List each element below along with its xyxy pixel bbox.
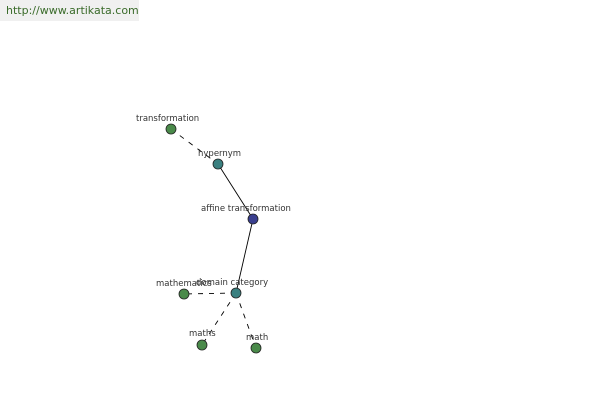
node-label-domain[interactable]: domain category xyxy=(196,278,268,288)
node-label-maths[interactable]: maths xyxy=(189,329,216,339)
node-maths[interactable] xyxy=(196,339,208,351)
edge-hypernym-affine xyxy=(217,163,254,220)
edges-layer xyxy=(170,128,257,349)
node-mathematics[interactable] xyxy=(178,288,190,300)
edge-affine-domain xyxy=(235,218,254,294)
node-label-math[interactable]: math xyxy=(246,333,268,343)
node-label-mathematics[interactable]: mathematics xyxy=(156,279,212,289)
edge-domain-mathematics xyxy=(183,292,237,295)
node-transformation[interactable] xyxy=(165,123,177,135)
nodes-layer xyxy=(165,123,262,354)
node-label-transformation[interactable]: transformation xyxy=(136,114,199,124)
labels-layer: transformation hypernym affine transformat… xyxy=(136,114,291,343)
edge-transformation-hypernym xyxy=(170,128,219,165)
edge-domain-math xyxy=(235,292,257,349)
node-domain[interactable] xyxy=(230,287,242,299)
node-hypernym[interactable] xyxy=(212,158,224,170)
url-text[interactable]: http://www.artikata.com xyxy=(6,4,139,17)
node-label-affine[interactable]: affine transformation xyxy=(201,204,291,214)
url-banner[interactable]: http://www.artikata.com xyxy=(0,0,139,21)
node-affine[interactable] xyxy=(247,213,259,225)
node-label-hypernym[interactable]: hypernym xyxy=(198,149,241,159)
node-math[interactable] xyxy=(250,342,262,354)
